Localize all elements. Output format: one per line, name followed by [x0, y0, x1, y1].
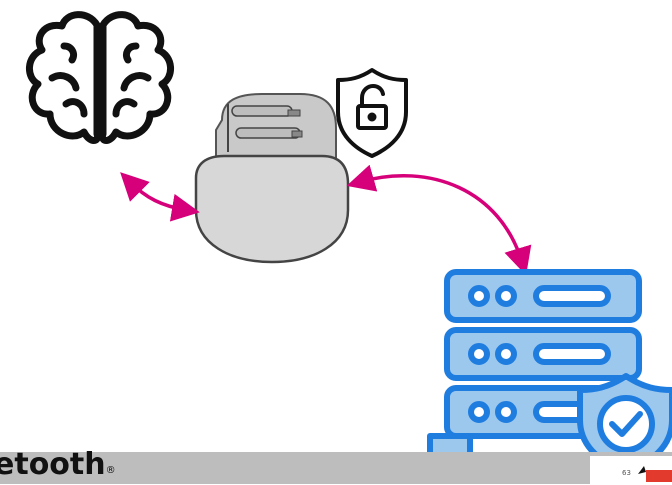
pacemaker-server-arrow: [346, 164, 532, 276]
pacemaker-device: [194, 93, 350, 264]
unlocked-shield-icon: [336, 68, 408, 158]
brain-pacemaker-arrow: [120, 172, 200, 222]
corner-logo-icon: [638, 466, 672, 482]
logo-text: etooth®: [0, 447, 116, 482]
registered-mark: ®: [105, 465, 116, 476]
brain-icon: [26, 11, 174, 144]
bottom-bar: [0, 452, 672, 484]
page-number: 63: [622, 469, 631, 477]
